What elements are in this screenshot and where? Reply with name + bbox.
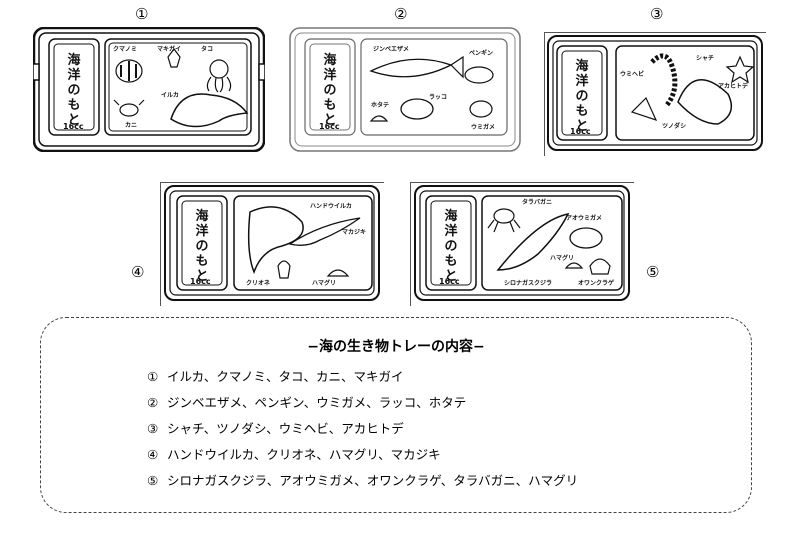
tray-number-1: ①	[135, 5, 149, 23]
tray-2-drawing: 海 洋 の も と 16cc ジンベエザメ ペンギン ホタテ ラッコ ウミガメ	[289, 27, 521, 152]
tray-3-label-3: アカヒトデ	[718, 82, 749, 90]
tray-4-label-2: マカジキ	[342, 229, 366, 236]
tray-4-drawing: 海 洋 の も と 16cc ハンドウイルカ マカジキ クリオネ ハマグリ	[160, 182, 384, 306]
list-item-text: ジンベエザメ、ペンギン、ウミガメ、ラッコ、ホタテ	[167, 395, 467, 410]
tray-1-volume: 16cc	[63, 122, 84, 131]
list-item-mark: ①	[147, 369, 159, 384]
tray-2-label-3: ホタテ	[371, 101, 389, 109]
tray-4-label-3: クリオネ	[246, 279, 270, 287]
tray-3-product-char-4: も	[575, 104, 588, 119]
tray-2-label-5: ウミガメ	[471, 123, 495, 131]
tray-5-product-char-3: の	[444, 239, 457, 254]
tray-contents-title: −海の生き物トレーの内容−	[307, 339, 485, 355]
tray-1-product-char-5: と	[67, 113, 80, 128]
tray-contents-list: ① イルカ、クマノミ、タコ、カニ、マキガイ ② ジンベエザメ、ペンギン、ウミガメ、ラ…	[147, 364, 578, 494]
tray-5-product-char-2: 洋	[444, 223, 457, 239]
tray-2-product-char-2: 洋	[323, 67, 336, 83]
list-item-mark: ④	[147, 447, 159, 462]
tray-3-drawing: 海 洋 の も と 16cc シャチ ウミヘビ アカヒトデ ツノダシ	[544, 32, 766, 156]
list-item-text: ハンドウイルカ、クリオネ、ハマグリ、マカジキ	[167, 447, 441, 462]
list-item-text: シロナガスクジラ、アオウミガメ、オワンクラゲ、タラバガニ、ハマグリ	[167, 473, 579, 488]
tray-5-label-2: アオウミガメ	[566, 214, 602, 222]
tray-1-product-char-1: 海	[67, 52, 80, 68]
tray-3-product-char-3: の	[575, 89, 588, 104]
tray-2-product-char-1: 海	[323, 52, 336, 68]
tray-3-label-4: ツノダシ	[662, 122, 686, 130]
tray-3-label-2: ウミヘビ	[620, 70, 644, 78]
list-item-mark: ⑤	[147, 473, 159, 488]
tray-5-drawing: 海 洋 の も と 16cc タラバガニ アオウミガメ ハマグリ シロナガスクジ…	[410, 182, 634, 306]
tray-4-label-4: ハマグリ	[312, 279, 336, 287]
tray-5-label-5: オワンクラゲ	[578, 279, 614, 287]
tray-5-volume: 16cc	[439, 277, 460, 286]
tray-3-volume: 16cc	[570, 127, 591, 136]
tray-5-label-3: ハマグリ	[550, 254, 574, 262]
tray-5-product-char-1: 海	[444, 208, 457, 224]
tray-2: 海 洋 の も と 16cc ジンベエザメ ペンギン ホタテ ラッコ ウミガメ	[289, 27, 521, 152]
tray-number-2: ②	[394, 5, 408, 23]
tray-5: 海 洋 の も と 16cc タラバガニ アオウミガメ ハマグリ シロナガスクジ…	[410, 182, 634, 306]
tray-5-product-char-4: も	[444, 254, 457, 269]
list-item-text: イルカ、クマノミ、タコ、カニ、マキガイ	[167, 369, 404, 384]
list-item-mark: ③	[147, 421, 159, 436]
tray-1: 海 洋 の も と 16cc クマノミ マキガイ タコ イルカ カニ	[33, 27, 265, 152]
tray-1-label-4: イルカ	[161, 92, 179, 99]
tray-3: 海 洋 の も と 16cc シャチ ウミヘビ アカヒトデ ツノダシ	[544, 32, 766, 156]
tray-3-product-char-5: と	[575, 119, 588, 134]
tray-number-5: ⑤	[646, 263, 660, 281]
list-item-mark: ②	[147, 395, 159, 410]
list-item: ① イルカ、クマノミ、タコ、カニ、マキガイ	[147, 364, 578, 390]
tray-1-drawing: 海 洋 の も と 16cc クマノミ マキガイ タコ イルカ カニ	[33, 27, 265, 152]
tray-contents-box: −海の生き物トレーの内容− ① イルカ、クマノミ、タコ、カニ、マキガイ ② ジンベエ…	[40, 317, 752, 513]
tray-1-product-char-3: の	[67, 83, 80, 98]
list-item: ② ジンベエザメ、ペンギン、ウミガメ、ラッコ、ホタテ	[147, 390, 578, 416]
tray-4: 海 洋 の も と 16cc ハンドウイルカ マカジキ クリオネ ハマグリ	[160, 182, 384, 306]
tray-5-label-1: タラバガニ	[522, 198, 552, 206]
tray-3-label-1: シャチ	[696, 55, 714, 62]
tray-5-product-char-5: と	[444, 269, 457, 284]
tray-2-product-char-5: と	[323, 113, 336, 128]
tray-number-4: ④	[131, 263, 145, 281]
tray-4-product-char-3: の	[195, 239, 208, 254]
tray-3-product-char-1: 海	[575, 58, 588, 74]
tray-number-3: ③	[650, 5, 664, 23]
tray-1-label-3: タコ	[201, 45, 213, 53]
list-item: ④ ハンドウイルカ、クリオネ、ハマグリ、マカジキ	[147, 442, 578, 468]
tray-4-product-char-1: 海	[195, 208, 208, 224]
list-item-text: シャチ、ツノダシ、ウミヘビ、アカヒトデ	[167, 421, 404, 436]
tray-3-product-char-2: 洋	[575, 73, 588, 89]
tray-1-label-1: クマノミ	[113, 45, 137, 53]
tray-2-product-char-4: も	[323, 98, 336, 113]
tray-1-product-char-4: も	[67, 98, 80, 113]
tray-4-product-char-5: と	[195, 269, 208, 284]
list-item: ⑤ シロナガスクジラ、アオウミガメ、オワンクラゲ、タラバガニ、ハマグリ	[147, 468, 578, 494]
tray-5-label-4: シロナガスクジラ	[504, 279, 552, 287]
tray-1-label-5: カニ	[125, 122, 137, 129]
tray-4-label-1: ハンドウイルカ	[310, 202, 352, 210]
tray-4-product-char-4: も	[195, 254, 208, 269]
tray-4-product-char-2: 洋	[195, 223, 208, 239]
tray-2-label-2: ペンギン	[469, 49, 493, 57]
list-item: ③ シャチ、ツノダシ、ウミヘビ、アカヒトデ	[147, 416, 578, 442]
tray-2-volume: 16cc	[319, 122, 340, 131]
tray-2-label-1: ジンベエザメ	[373, 46, 409, 53]
tray-4-volume: 16cc	[190, 277, 211, 286]
tray-1-label-2: マキガイ	[157, 45, 181, 53]
tray-2-label-4: ラッコ	[429, 94, 447, 101]
tray-2-product-char-3: の	[323, 83, 336, 98]
tray-1-product-char-2: 洋	[67, 67, 80, 83]
